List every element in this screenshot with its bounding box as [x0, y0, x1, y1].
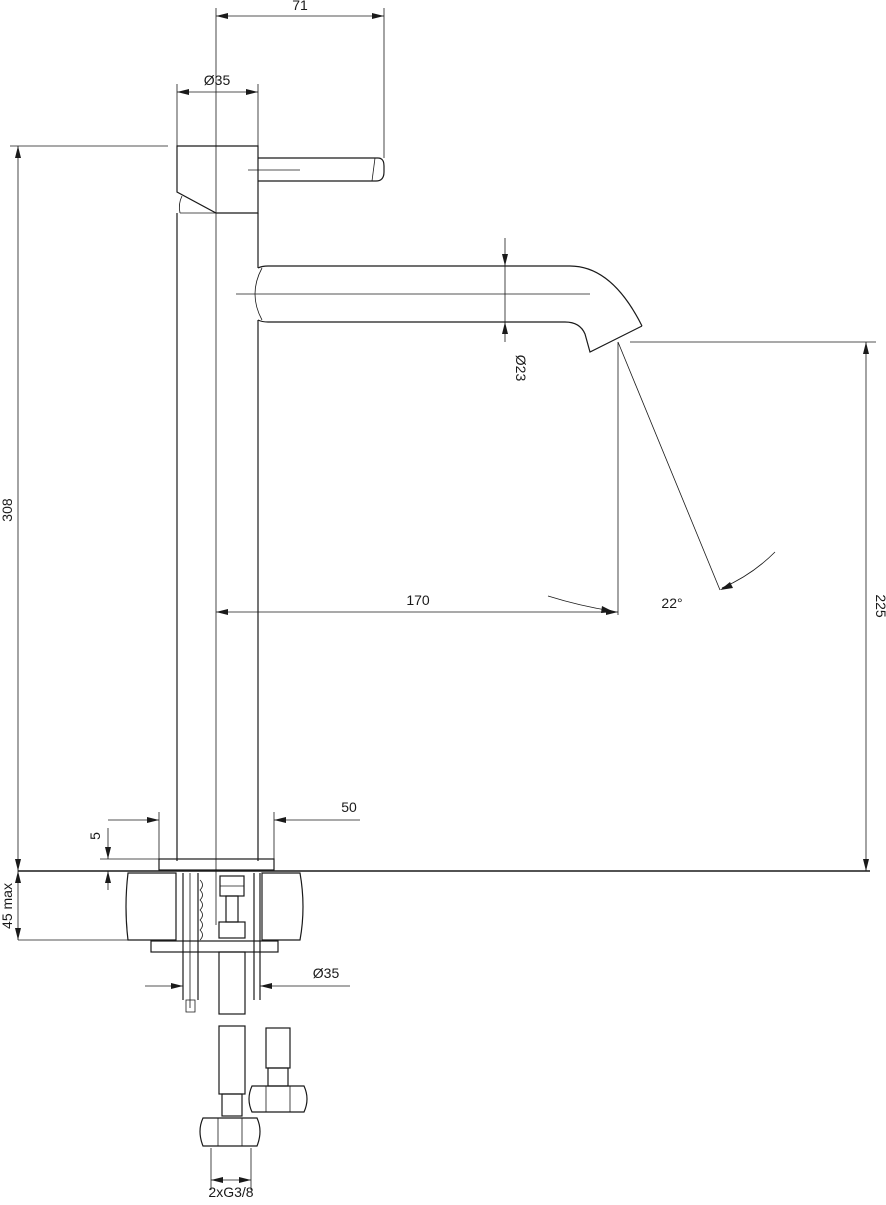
dim-label-308: 308 [0, 498, 15, 522]
dim-body-diameter: Ø35 [176, 72, 259, 146]
dim-label-d35-bottom: Ø35 [313, 965, 340, 981]
dim-connectors: 2xG3/8 [208, 1148, 254, 1200]
dim-label-45max: 45 max [0, 883, 15, 929]
faucet-body [176, 98, 385, 925]
dim-shank-diameter: Ø35 [145, 965, 350, 989]
dim-label-g38: 2xG3/8 [208, 1184, 253, 1200]
dim-label-50: 50 [341, 799, 357, 815]
mounting-shank [182, 873, 261, 1013]
dim-label-71: 71 [292, 0, 308, 13]
base-plate [18, 858, 870, 872]
dim-handle-reach: 71 [215, 0, 385, 158]
dim-outlet-angle: 22° [547, 341, 776, 613]
hoses [199, 875, 308, 1147]
dim-total-height: 308 [0, 145, 168, 871]
dim-base-thickness: 5 [87, 828, 159, 890]
dim-spout-diameter: Ø23 [502, 238, 529, 381]
countertop-section [18, 872, 304, 953]
dim-base-diameter: 50 [108, 799, 360, 859]
dim-label-225: 225 [873, 594, 886, 618]
dim-spout-reach: 170 [216, 342, 619, 615]
dim-label-22deg: 22° [661, 595, 682, 611]
dim-label-d35-top: Ø35 [204, 72, 231, 88]
dim-label-d23: Ø23 [513, 355, 529, 382]
dim-counter-thickness: 45 max [0, 871, 21, 940]
dim-label-170: 170 [406, 592, 430, 608]
dim-outlet-height: 225 [630, 341, 886, 871]
spout [236, 265, 643, 353]
dim-label-5: 5 [87, 832, 103, 840]
